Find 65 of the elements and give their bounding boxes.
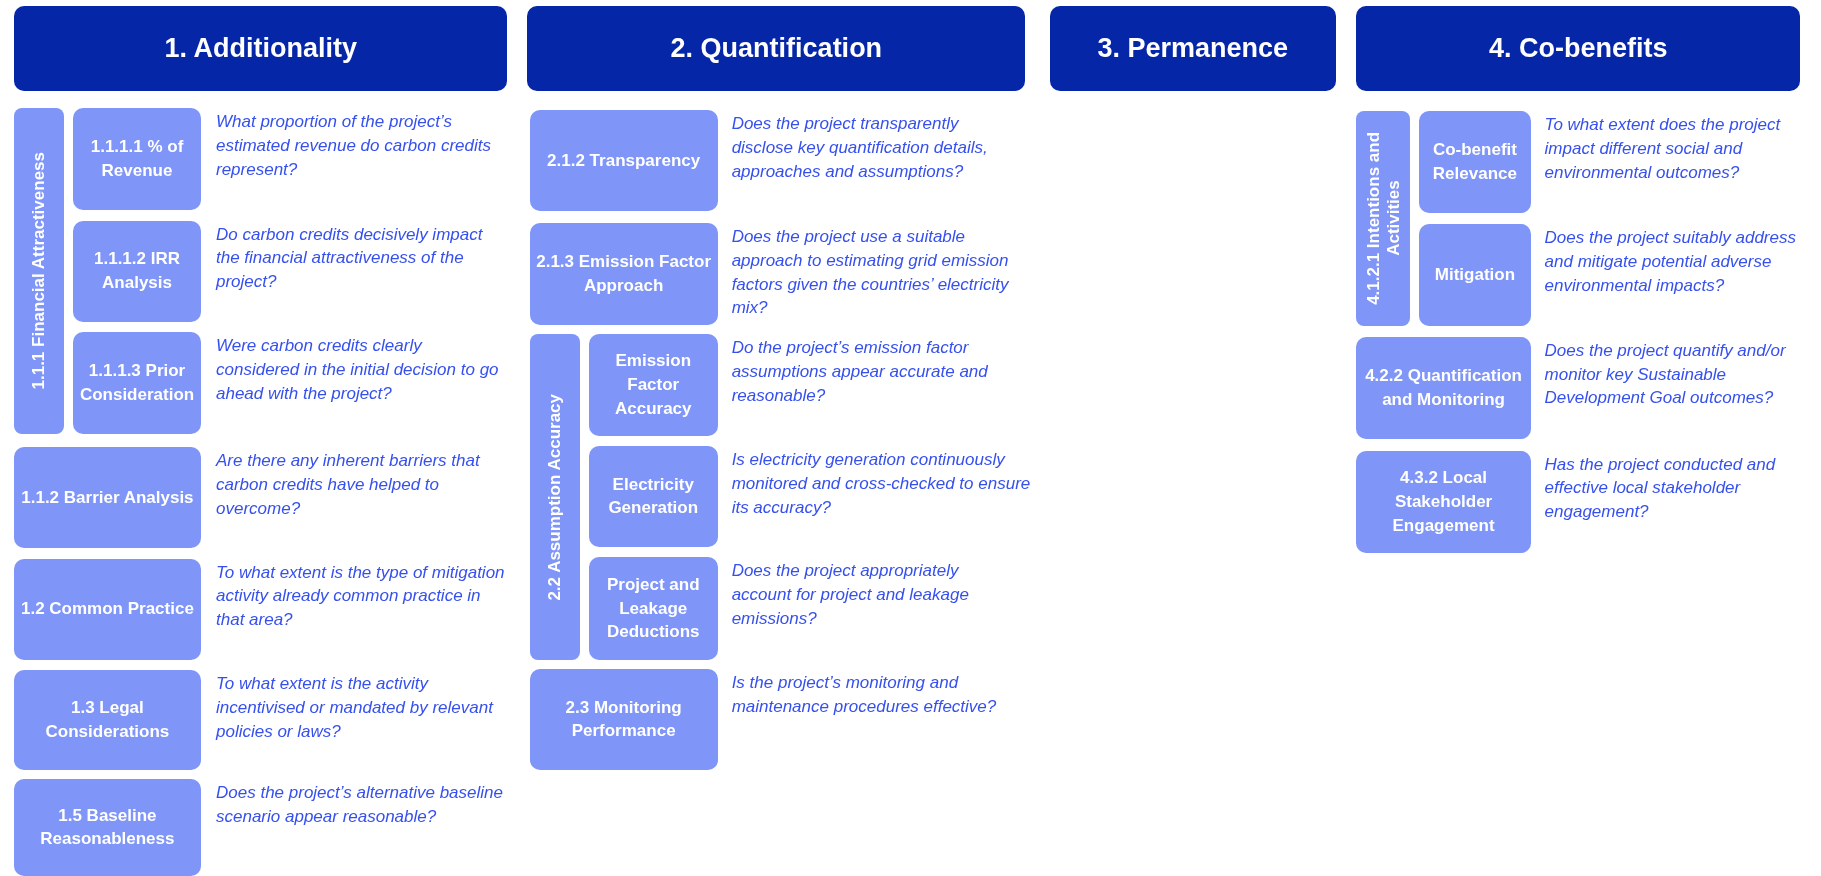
criterion-label: Electricity Generation: [607, 473, 700, 520]
criterion-box: [1419, 111, 1531, 213]
column-header: [1049, 5, 1336, 91]
criterion-box: [13, 670, 201, 770]
criterion-box: [1356, 450, 1531, 553]
question-text: Does the project quantify and/or monitor key Sustainable Development Goal outcomes?: [1544, 339, 1787, 410]
criterion-box: [1419, 224, 1531, 327]
criterion-box: [1356, 336, 1531, 439]
group-label: 1.1.1 Financial Attractiveness: [29, 152, 49, 390]
criterion-box: [588, 334, 718, 436]
question-text: To what extent does the project impact different social and environmental outcomes?: [1544, 114, 1782, 185]
column-header: [527, 5, 1026, 91]
criterion-box: [13, 779, 201, 876]
header-title: 1. Additionality: [164, 32, 357, 64]
question-text: Does the project’s alternative baseline scenario appear reasonable?: [216, 782, 504, 829]
criterion-label: 1.2 Common Practice: [20, 598, 194, 621]
question-text: Do the project’s emission factor assumptions appear accurate and reasonable?: [731, 337, 989, 408]
group-label: 2.2 Assumption Accuracy: [544, 393, 565, 601]
group-band: [1356, 111, 1410, 327]
criterion-box: [73, 220, 201, 322]
header-title: 2. Quantification: [670, 32, 883, 64]
criterion-box: [588, 557, 718, 660]
column-header: [13, 5, 508, 91]
criterion-box: [73, 332, 201, 435]
header-title: 4. Co-benefits: [1489, 32, 1668, 64]
question-text: Does the project appropriately account for project and leakage emissions?: [731, 560, 970, 631]
criterion-label: Emission Factor Accuracy: [613, 350, 693, 420]
question-text: Do carbon credits decisively impact the financial attractiveness of the project?: [216, 223, 484, 294]
criterion-box: [13, 447, 201, 549]
criterion-label: Mitigation: [1434, 264, 1516, 287]
criterion-box: [529, 110, 718, 212]
question-text: Does the project suitably address and mitigate potential adverse environmental impacts?: [1544, 227, 1797, 297]
question-text: Is the project’s monitoring and maintenance procedures effective?: [731, 671, 998, 718]
column-header: [1356, 5, 1801, 91]
group-band: [529, 334, 580, 660]
question-text: To what extent is the activity incentivised or mandated by relevant policies or laws?: [216, 673, 495, 743]
question-text: Does the project transparently disclose key quantification details, approaches and assumptions?: [731, 113, 989, 183]
criterion-label: Co-benefit Relevance: [1431, 139, 1518, 185]
criterion-label: 2.1.3 Emission Factor Approach: [535, 251, 712, 298]
criterion-box: [73, 108, 201, 211]
criterion-label: 2.3 Monitoring Performance: [564, 696, 683, 743]
header-title: 3. Permanence: [1097, 32, 1288, 64]
question-text: Has the project conducted and effective local stakeholder engagement?: [1544, 453, 1777, 524]
criterion-label: 4.2.2 Quantification and Monitoring: [1364, 365, 1523, 411]
criterion-label: 4.3.2 Local Stakeholder Engagement: [1391, 467, 1496, 537]
criterion-label: 1.1.1.2 IRR Analysis: [93, 248, 181, 295]
criterion-label: Project and Leakage Deductions: [605, 573, 701, 644]
question-text: To what extent is the type of mitigation activity already common practice in that area?: [216, 561, 506, 632]
criterion-label: 1.1.1.3 Prior Consideration: [79, 360, 195, 407]
criterion-label: 1.1.2 Barrier Analysis: [21, 486, 194, 509]
criterion-label: 1.5 Baseline Reasonableness: [39, 804, 176, 851]
question-text: What proportion of the project’s estimated revenue do carbon credits represent?: [216, 111, 492, 181]
criterion-box: [13, 558, 201, 660]
group-label: 4.1.2.1 Intentions and Activities: [1363, 131, 1403, 308]
criterion-box: [529, 668, 718, 770]
question-text: Is electricity generation continuously monitored and cross-checked to ensure its accuracy?: [731, 448, 1032, 519]
question-text: Does the project use a suitable approach to estimating grid emission factors given the countries’ electricity mix?: [731, 225, 1010, 320]
criterion-label: 2.1.2 Transparency: [547, 149, 701, 172]
criterion-label: 1.1.1.1 % of Revenue: [89, 136, 185, 183]
question-text: Were carbon credits clearly considered in the initial decision to go ahead with the project?: [216, 335, 500, 405]
group-band: [13, 108, 64, 435]
criterion-box: [529, 222, 718, 326]
question-text: Are there any inherent barriers that carbon credits have helped to overcome?: [216, 450, 482, 520]
criterion-box: [588, 445, 718, 547]
criterion-label: 1.3 Legal Considerations: [44, 697, 171, 744]
